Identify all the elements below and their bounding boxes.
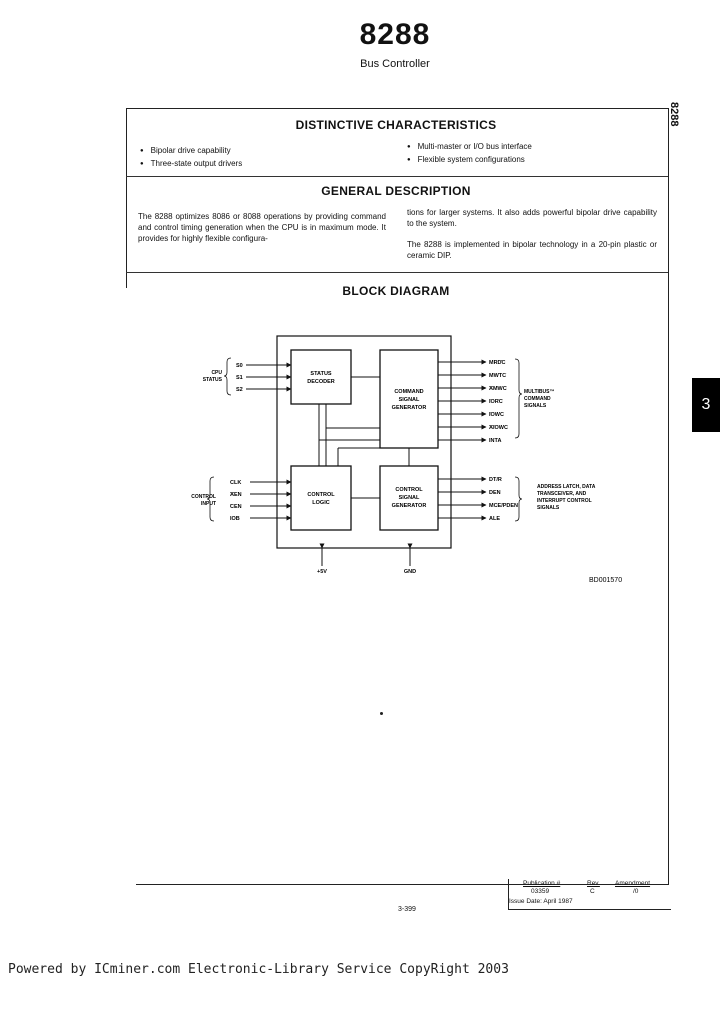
section-divider xyxy=(126,272,668,273)
general-description-title: GENERAL DESCRIPTION xyxy=(321,184,471,198)
publication-label: Publication # xyxy=(523,880,561,887)
description-paragraph: The 8288 is implemented in bipolar techn… xyxy=(407,240,657,260)
stray-dot xyxy=(380,712,383,715)
command-output-label: IOWC xyxy=(489,412,504,418)
command-output-label: AMWC xyxy=(489,386,507,392)
amendment-value: /0 xyxy=(633,888,639,895)
issue-date: Issue Date: April 1987 xyxy=(509,898,573,905)
control-logic-label: CONTROL xyxy=(307,492,335,498)
control-input-pin-label: CLK xyxy=(230,480,241,486)
command-output-label: IORC xyxy=(489,399,503,405)
control-input-pin-label: CEN xyxy=(230,504,242,510)
section-divider xyxy=(126,176,668,177)
control-logic-block xyxy=(290,465,352,531)
part-subtitle: Bus Controller xyxy=(360,58,430,70)
characteristics-left-list: Bipolar drive capability Three-state out… xyxy=(140,145,390,171)
ground-label: GND xyxy=(404,569,416,575)
list-item: Three-state output drivers xyxy=(140,158,390,171)
control-outputs-brace xyxy=(514,476,523,522)
control-output-label: ALE xyxy=(489,516,500,522)
control-output-label: MCE/PDEN xyxy=(489,503,518,509)
page-frame-left-edge xyxy=(126,108,127,288)
distinctive-characteristics-title: DISTINCTIVE CHARACTERISTICS xyxy=(295,118,497,132)
control-generator-label: SIGNAL xyxy=(399,495,420,501)
chapter-tab[interactable]: 3 xyxy=(692,378,720,432)
status-input-label: S2 xyxy=(236,387,243,393)
chip-outline xyxy=(276,335,452,549)
control-input-label: INPUT xyxy=(201,501,216,507)
block-diagram-title: BLOCK DIAGRAM xyxy=(342,284,450,298)
control-generator-label: GENERATOR xyxy=(392,503,427,509)
cpu-status-brace xyxy=(223,357,232,396)
command-generator-label: GENERATOR xyxy=(392,405,427,411)
multibus-label: MULTIBUS™ xyxy=(524,389,554,395)
multibus-label: COMMAND xyxy=(524,396,551,402)
status-decoder-label: STATUS xyxy=(310,371,332,377)
page-number: 3-399 xyxy=(398,906,416,913)
control-output-label: DEN xyxy=(489,490,501,496)
cpu-status-label: STATUS xyxy=(203,377,223,383)
command-generator-label: SIGNAL xyxy=(399,397,420,403)
amendment-label: Amendment xyxy=(615,880,651,887)
control-outputs-label: TRANSCEIVER, AND xyxy=(537,491,587,497)
control-input-pin-label: AEN xyxy=(230,492,242,498)
control-input-brace xyxy=(206,476,215,522)
command-output-label: MWTC xyxy=(489,373,506,379)
command-output-label: MRDC xyxy=(489,360,506,366)
list-item: Multi-master or I/O bus interface xyxy=(407,141,657,154)
figure-id: BD001570 xyxy=(589,577,622,584)
list-item: Bipolar drive capability xyxy=(140,145,390,158)
control-outputs-label: ADDRESS LATCH, DATA xyxy=(537,484,596,490)
power-label: +5V xyxy=(317,569,327,575)
description-paragraph: tions for larger systems. It also adds p… xyxy=(407,208,657,228)
page-frame-bottom-edge xyxy=(136,884,668,885)
page-frame xyxy=(126,108,669,885)
status-decoder-label: DECODER xyxy=(307,379,335,385)
control-input-pin-label: IOB xyxy=(230,516,240,522)
multibus-brace xyxy=(514,358,523,439)
command-output-label: AIOWC xyxy=(489,425,508,431)
description-paragraph: The 8288 optimizes 8086 or 8088 operatio… xyxy=(138,212,386,243)
footer-credit: Powered by ICminer.com Electronic-Librar… xyxy=(8,962,509,977)
cpu-status-label: CPU xyxy=(211,370,222,376)
publication-info-box: Publication # Rev. Amendment 03359 C /0 … xyxy=(508,879,671,910)
status-input-label: S1 xyxy=(236,375,243,381)
control-generator-label: CONTROL xyxy=(395,487,423,493)
command-generator-label: COMMAND xyxy=(394,389,423,395)
control-logic-label: LOGIC xyxy=(312,500,329,506)
rev-label: Rev. xyxy=(587,880,600,887)
rev-value: C xyxy=(590,888,595,895)
publication-value: 03359 xyxy=(531,888,550,895)
control-output-label: DT/R xyxy=(489,477,502,483)
characteristics-right-list: Multi-master or I/O bus interface Flexib… xyxy=(407,141,657,167)
status-decoder-block xyxy=(290,349,352,405)
control-input-label: CONTROL xyxy=(191,494,216,500)
part-number-title: 8288 xyxy=(359,18,431,51)
multibus-label: SIGNALS xyxy=(524,403,547,409)
list-item: Flexible system configurations xyxy=(407,154,657,167)
control-outputs-label: INTERRUPT CONTROL xyxy=(537,498,592,504)
status-input-label: S0 xyxy=(236,363,243,369)
command-output-label: INTA xyxy=(489,438,501,444)
control-outputs-label: SIGNALS xyxy=(537,505,560,511)
